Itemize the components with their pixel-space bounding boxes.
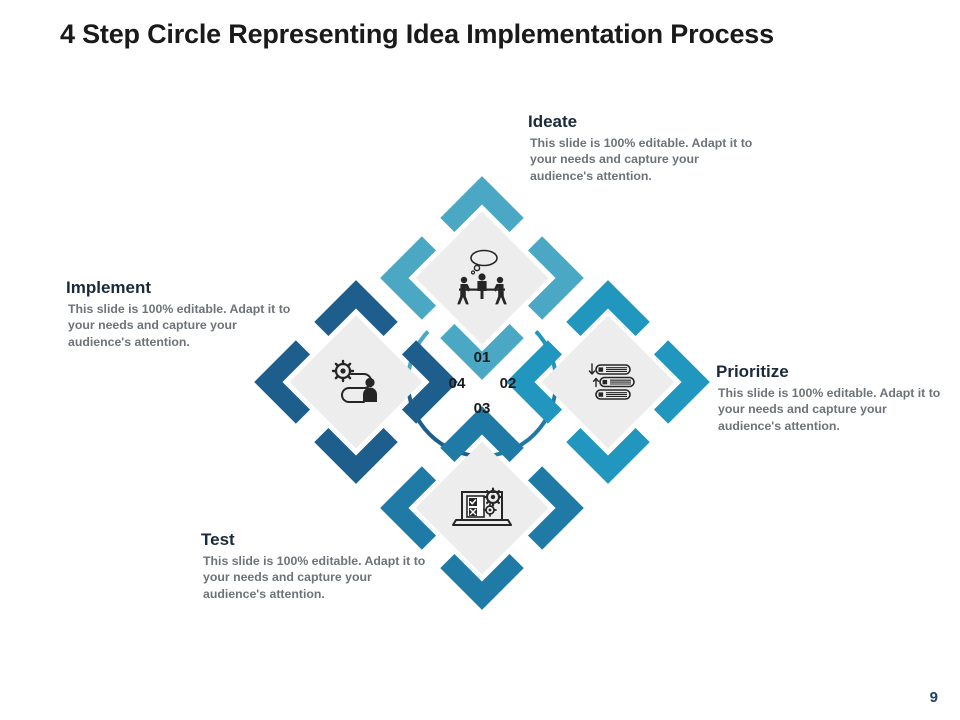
gear-path-person-icon [331, 359, 377, 403]
page-title: 4 Step Circle Representing Idea Implemen… [60, 19, 774, 49]
center-number-01: 01 [474, 349, 491, 366]
step-body-implement: This slide is 100% editable. Adapt it to… [68, 301, 291, 349]
step-body-ideate: This slide is 100% editable. Adapt it to… [530, 135, 753, 183]
page-number: 9 [929, 689, 938, 706]
priority-list-reorder-icon [588, 363, 635, 400]
laptop-checklist-gears-icon [452, 487, 512, 526]
step-diamond-prioritize[interactable] [501, 275, 716, 490]
step-heading-ideate: Ideate [528, 112, 578, 131]
step-diamond-test[interactable] [375, 401, 590, 616]
step-diamond-ideate[interactable] [375, 171, 590, 386]
brainstorming-people-thought-bubble-icon [457, 249, 507, 305]
diagram-stage: 01 02 03 04 Ideate This slide is 100% ed… [0, 60, 960, 680]
step-heading-implement: Implement [66, 278, 152, 297]
step-text-ideate: Ideate This slide is 100% editable. Adap… [528, 112, 756, 184]
center-number-04: 04 [449, 375, 466, 392]
implement-inner-diamond [289, 315, 423, 449]
center-number-03: 03 [474, 400, 491, 417]
step-text-prioritize: Prioritize This slide is 100% editable. … [716, 362, 942, 434]
prioritize-inner-diamond [541, 315, 675, 449]
center-number-02: 02 [500, 375, 517, 392]
step-heading-prioritize: Prioritize [716, 362, 789, 381]
step-diamond-implement[interactable] [249, 275, 464, 490]
ring-segment-bottom-left [406, 381, 483, 458]
step-heading-test: Test [201, 530, 235, 549]
ring-segment-bottom-right [481, 381, 558, 458]
center-step-numbers: 01 02 03 04 [449, 349, 517, 417]
step-text-test: Test This slide is 100% editable. Adapt … [201, 530, 431, 602]
step-body-test: This slide is 100% editable. Adapt it to… [203, 553, 426, 601]
four-step-circle-diagram: 01 02 03 04 [249, 171, 716, 616]
step-text-implement: Implement This slide is 100% editable. A… [66, 278, 298, 350]
step-body-prioritize: This slide is 100% editable. Adapt it to… [718, 385, 941, 433]
